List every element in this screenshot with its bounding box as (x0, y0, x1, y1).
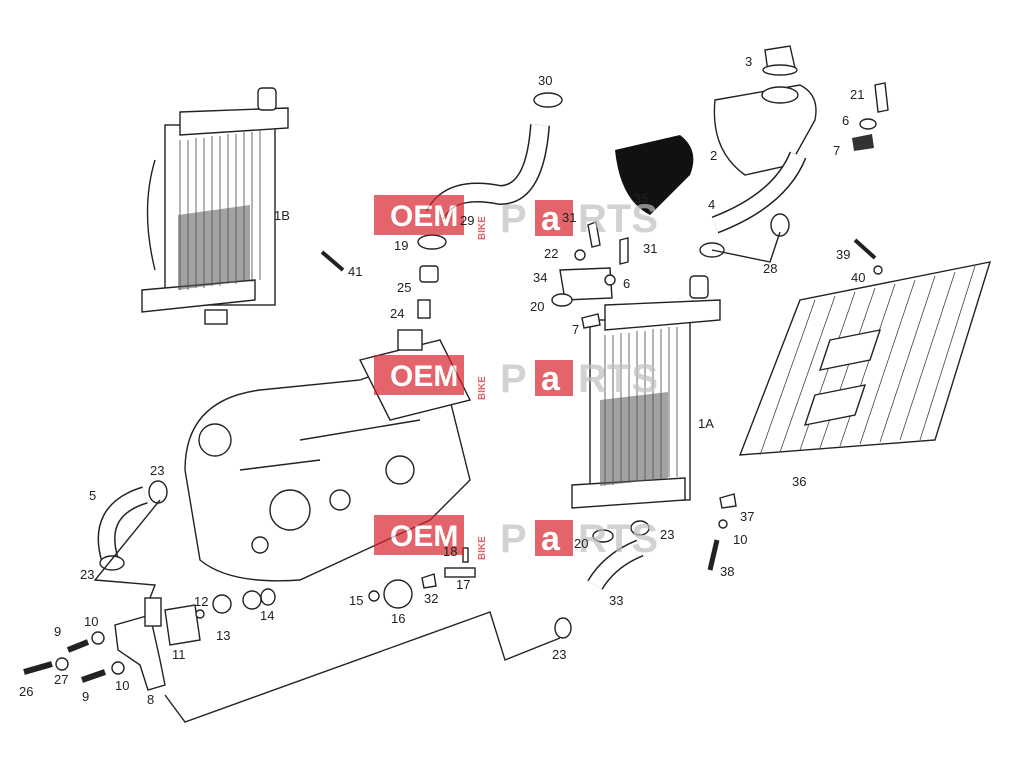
water-pump-housing-8 (114, 597, 166, 691)
watermark-p-text: P (500, 517, 527, 561)
part-label-1b: 1B (274, 208, 290, 223)
part-label-29: 29 (460, 213, 474, 228)
part-label-9: 9 (54, 624, 61, 639)
part-label-41: 41 (348, 264, 362, 279)
watermark-oem-text: OEM (390, 200, 458, 233)
part-label-6: 6 (623, 276, 630, 291)
part-label-20: 20 (530, 299, 544, 314)
part-label-34: 34 (533, 270, 547, 285)
part-label-22: 22 (544, 246, 558, 261)
part-label-8: 8 (147, 692, 154, 707)
part-label-3: 3 (745, 54, 752, 69)
part-label-1a: 1A (698, 416, 714, 431)
part-label-28: 28 (763, 261, 777, 276)
hose-33 (587, 539, 644, 590)
watermark-oem-text: OEM (390, 520, 458, 553)
part-label-38: 38 (720, 564, 734, 579)
part-label-10: 10 (115, 678, 129, 693)
part-label-10: 10 (733, 532, 747, 547)
watermark-rts-text: RTS (578, 357, 658, 401)
gasket-11 (164, 604, 201, 646)
part-label-31: 31 (562, 210, 576, 225)
watermark-rts-text: RTS (578, 517, 658, 561)
part-label-37: 37 (740, 509, 754, 524)
heat-shield-35 (615, 135, 694, 215)
part-label-24: 24 (390, 306, 404, 321)
part-label-2: 2 (710, 148, 717, 163)
watermark-p-text: P (500, 197, 527, 241)
watermark-a-text: a (541, 360, 561, 398)
part-label-39: 39 (836, 247, 850, 262)
part-label-16: 16 (391, 611, 405, 626)
radiator-1a (571, 275, 721, 509)
part-label-7: 7 (572, 322, 579, 337)
part-label-31: 31 (643, 241, 657, 256)
part-label-13: 13 (216, 628, 230, 643)
part-label-23: 23 (80, 567, 94, 582)
watermark-rts-text: RTS (578, 197, 658, 241)
part-label-23: 23 (660, 527, 674, 542)
part-label-27: 27 (54, 672, 68, 687)
part-label-33: 33 (609, 593, 623, 608)
part-label-30: 30 (538, 73, 552, 88)
part-label-11: 11 (172, 647, 186, 662)
radiator-1b (141, 87, 289, 325)
part-label-23: 23 (552, 647, 566, 662)
leader-lines (93, 231, 781, 723)
watermark-bike-text: BIKE (477, 376, 488, 400)
watermark-oem-text: OEM (390, 360, 458, 393)
part-label-36: 36 (792, 474, 806, 489)
tank-cap-3 (762, 45, 798, 76)
part-label-9: 9 (82, 689, 89, 704)
hose-5 (97, 486, 148, 563)
watermark-bike-text: BIKE (477, 216, 488, 240)
watermark: OEM BIKE P a RTS OEM BIKE P a RTS OEM BI… (374, 195, 658, 561)
part-label-19: 19 (394, 238, 408, 253)
part-label-25: 25 (397, 280, 411, 295)
part-labels: 1A 1B 2 3 4 5 6 6 7 7 8 9 9 10 10 10 11 … (19, 54, 865, 707)
part-label-26: 26 (19, 684, 33, 699)
part-label-20: 20 (574, 536, 588, 551)
watermark-a-text: a (541, 520, 561, 558)
radiator-grille-36 (738, 261, 992, 456)
part-label-21: 21 (850, 87, 864, 102)
watermark-top: OEM BIKE P a RTS (374, 195, 658, 241)
part-label-5: 5 (89, 488, 96, 503)
watermark-bike-text: BIKE (477, 536, 488, 560)
part-label-23: 23 (150, 463, 164, 478)
part-label-12: 12 (194, 594, 208, 609)
part-label-17: 17 (456, 577, 470, 592)
part-label-18: 18 (443, 544, 457, 559)
part-label-10: 10 (84, 614, 98, 629)
part-label-32: 32 (424, 591, 438, 606)
part-label-6: 6 (842, 113, 849, 128)
watermark-bottom: OEM BIKE P a RTS (374, 515, 658, 561)
small-parts (23, 82, 889, 683)
part-label-15: 15 (349, 593, 363, 608)
hose-4 (711, 151, 807, 234)
part-label-35: 35 (634, 191, 648, 206)
part-label-40: 40 (851, 270, 865, 285)
part-label-14: 14 (260, 608, 274, 623)
watermark-p-text: P (500, 357, 527, 401)
part-label-7: 7 (833, 143, 840, 158)
part-label-4: 4 (708, 197, 715, 212)
watermark-middle: OEM BIKE P a RTS (374, 355, 658, 401)
watermark-a-text: a (541, 200, 561, 238)
